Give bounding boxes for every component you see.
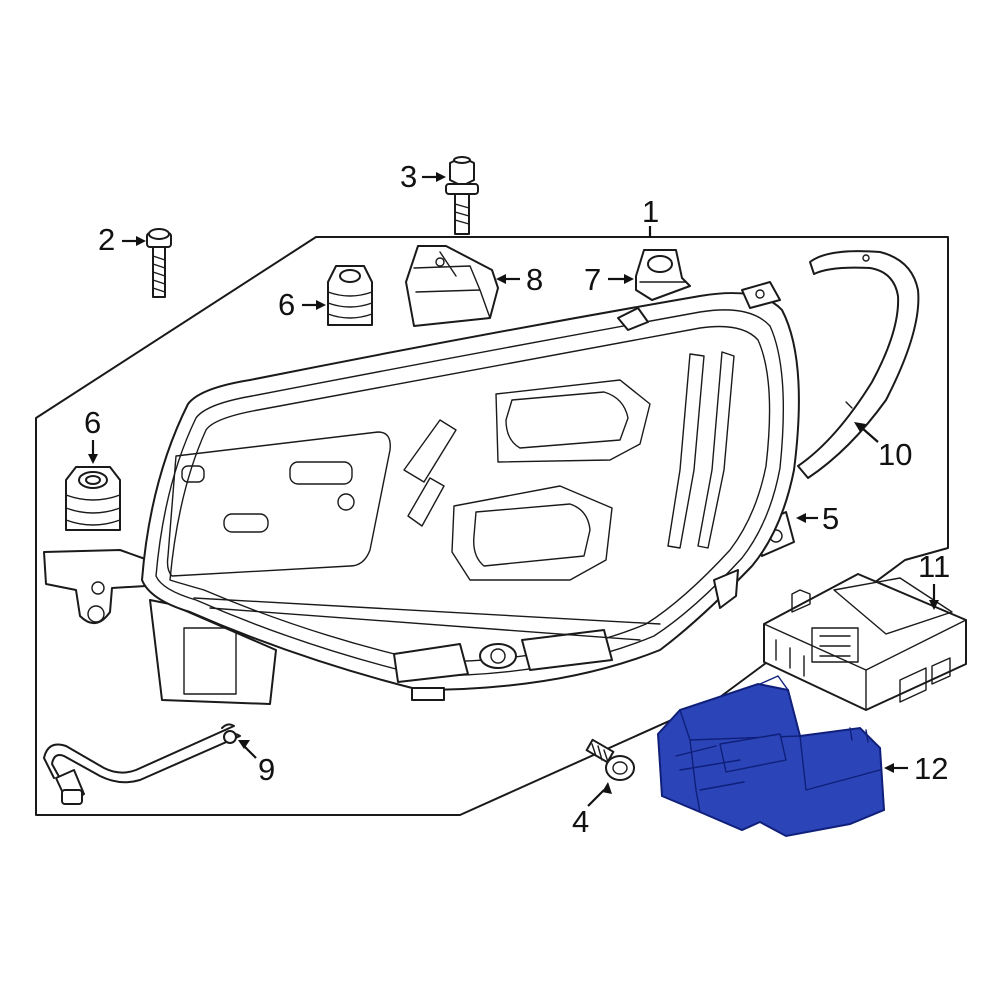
callout-8: 8 bbox=[526, 262, 543, 297]
part-11-control-module[interactable] bbox=[763, 573, 967, 711]
callout-11: 11 bbox=[918, 549, 950, 584]
part-10-trim-strip[interactable] bbox=[797, 250, 920, 479]
callout-12: 12 bbox=[914, 751, 948, 786]
part-3-bolt[interactable] bbox=[445, 156, 479, 235]
callout-4: 4 bbox=[572, 804, 589, 839]
callout-5: 5 bbox=[822, 501, 839, 536]
part-4-screw[interactable] bbox=[585, 738, 635, 781]
callout-7: 7 bbox=[584, 262, 601, 297]
part-6-grommet-upper[interactable] bbox=[327, 265, 373, 326]
part-1-headlamp[interactable] bbox=[43, 281, 800, 705]
part-7-clip[interactable] bbox=[635, 249, 691, 301]
part-12-module-bracket[interactable] bbox=[656, 675, 886, 838]
callout-2: 2 bbox=[98, 222, 115, 257]
part-8-bracket[interactable] bbox=[405, 245, 499, 327]
callout-10: 10 bbox=[878, 437, 912, 472]
callout-3: 3 bbox=[400, 159, 417, 194]
callout-9: 9 bbox=[258, 752, 275, 787]
part-2-bolt[interactable] bbox=[146, 228, 172, 298]
callout-1: 1 bbox=[642, 194, 659, 229]
part-9-harness[interactable] bbox=[43, 723, 241, 805]
callout-6-lower: 6 bbox=[84, 405, 101, 440]
part-6-grommet-lower[interactable] bbox=[65, 466, 121, 531]
callout-6-upper: 6 bbox=[278, 287, 295, 322]
callouts: 1 2 3 6 8 7 6 10 5 11 bbox=[84, 159, 950, 839]
